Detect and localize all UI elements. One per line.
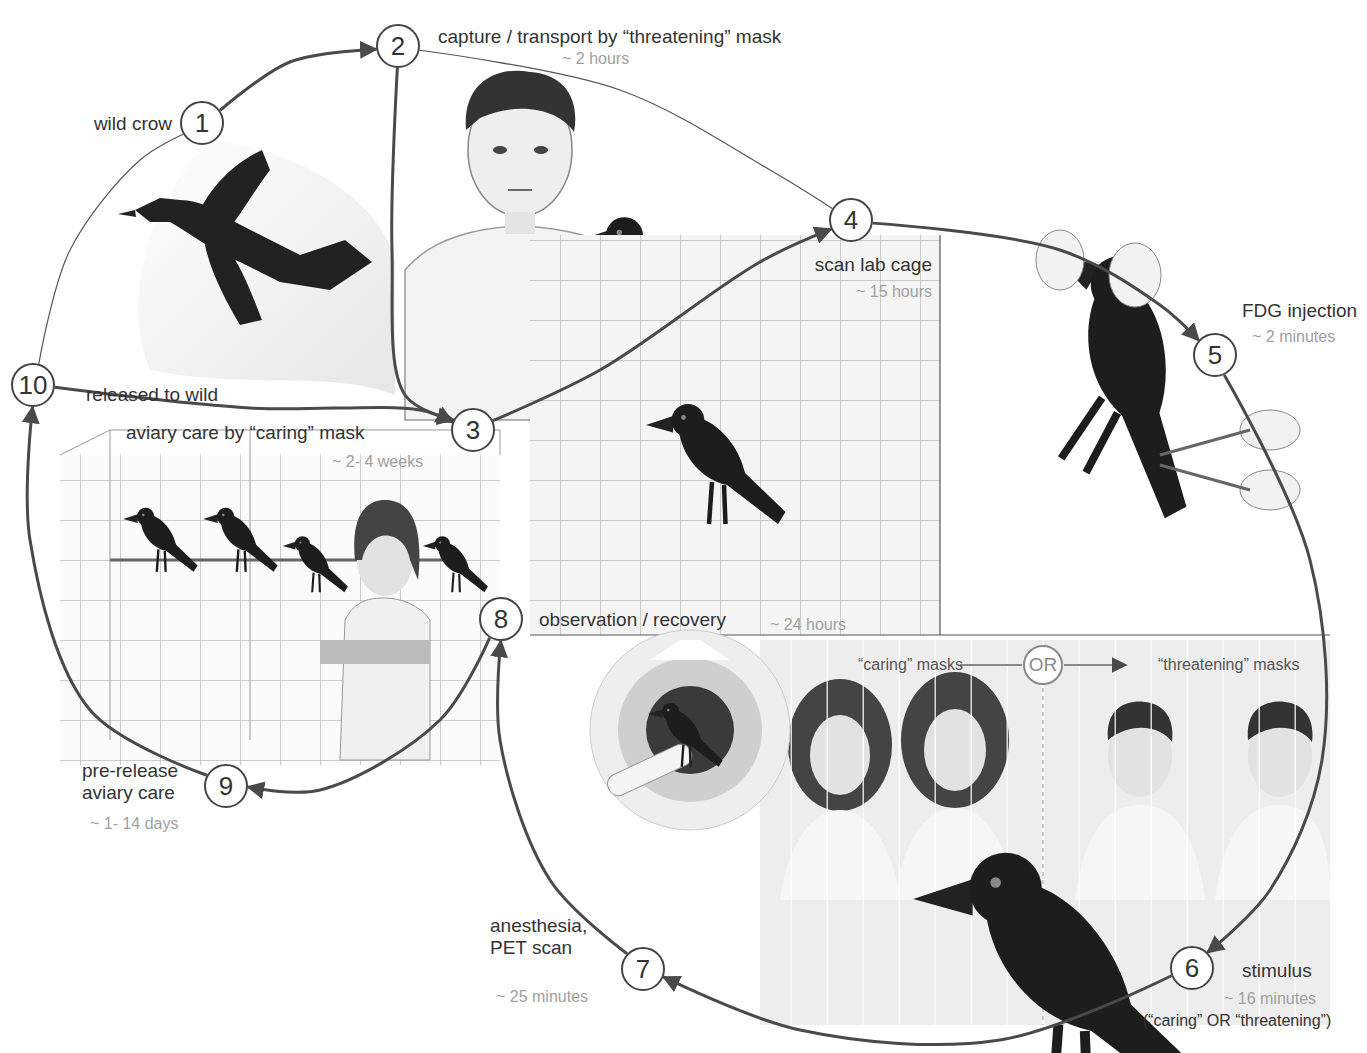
step-number: 4 (831, 200, 871, 240)
step-label: anesthesia, PET scan (490, 915, 612, 959)
injection-scene (967, 224, 1300, 525)
duration-label: ~ 15 hours (802, 281, 932, 303)
step-circle: 5FDG injection~ 2 minutes (1193, 333, 1237, 377)
step-number: 7 (623, 949, 663, 989)
step-circle: 1wild crow (180, 101, 224, 145)
step-circle: 8observation / recovery~ 24 hours (479, 597, 523, 641)
duration-label: ~ 2- 4 weeks (332, 451, 452, 473)
step-label: released to wild (86, 384, 286, 406)
step-number: 3 (453, 410, 493, 450)
step-label: aviary care by “caring” mask (126, 422, 426, 444)
or-circle: OR (1023, 645, 1063, 685)
step-circle: 9pre-release aviary care~ 1- 14 days (204, 764, 248, 808)
mask-group-label: “threatening” masks (1158, 655, 1333, 675)
duration-label: ~ 16 minutes (1224, 988, 1354, 1010)
duration-label: ~ 25 minutes (496, 986, 626, 1008)
flow-arrow (493, 229, 831, 420)
aviary (60, 430, 500, 765)
step-label: (“caring” OR “threatening”) (1107, 1010, 1367, 1032)
step-circle: 2capture / transport by “threatening” ma… (376, 24, 420, 68)
flow-arrow (664, 976, 1172, 1045)
duration-label: ~ 2 minutes (1252, 326, 1367, 348)
step-number: 2 (378, 26, 418, 66)
panel-frame (530, 235, 1330, 635)
or-label: OR (1025, 647, 1061, 683)
step-circle: 10released to wild (11, 363, 55, 407)
step-number: 6 (1172, 948, 1212, 988)
step-circle: 4scan lab cage~ 15 hours (829, 198, 873, 242)
step-number: 8 (481, 599, 521, 639)
step-number: 5 (1195, 335, 1235, 375)
step-label: pre-release aviary care (82, 760, 194, 804)
flow-arrow (220, 49, 376, 110)
duration-label: ~ 1- 14 days (90, 813, 215, 835)
flow-arrow (27, 407, 207, 775)
step-label: stimulus (1242, 960, 1352, 982)
step-circle: 3aviary care by “caring” mask~ 2- 4 week… (451, 408, 495, 452)
cage-grid (530, 235, 940, 635)
step-number: 10 (13, 365, 53, 405)
flow-arrow (498, 641, 628, 954)
step-number: 9 (206, 766, 246, 806)
step-label: scan lab cage (782, 254, 932, 276)
step-circle: 7anesthesia, PET scan~ 25 minutes (621, 947, 665, 991)
step-label: observation / recovery (539, 609, 769, 631)
pet-scanner (590, 630, 790, 830)
flow-arrow (392, 68, 454, 420)
mask-group-label: “caring” masks (858, 655, 998, 675)
step-label: FDG injection (1242, 300, 1367, 322)
thin-connector (39, 134, 183, 364)
step-label: wild crow (42, 113, 172, 135)
step-label: capture / transport by “threatening” mas… (438, 26, 878, 48)
step-circle: 6stimulus~ 16 minutes(“caring” OR “threa… (1170, 946, 1214, 990)
thin-connector (420, 50, 833, 208)
step-number: 1 (182, 103, 222, 143)
flow-arrow (248, 638, 490, 792)
cage-background (530, 235, 940, 635)
caged-crow (646, 404, 786, 524)
duration-label: ~ 24 hours (770, 614, 880, 636)
flying-crow (118, 150, 372, 325)
flow-arrow (873, 223, 1199, 340)
duration-label: ~ 2 hours (562, 48, 682, 70)
